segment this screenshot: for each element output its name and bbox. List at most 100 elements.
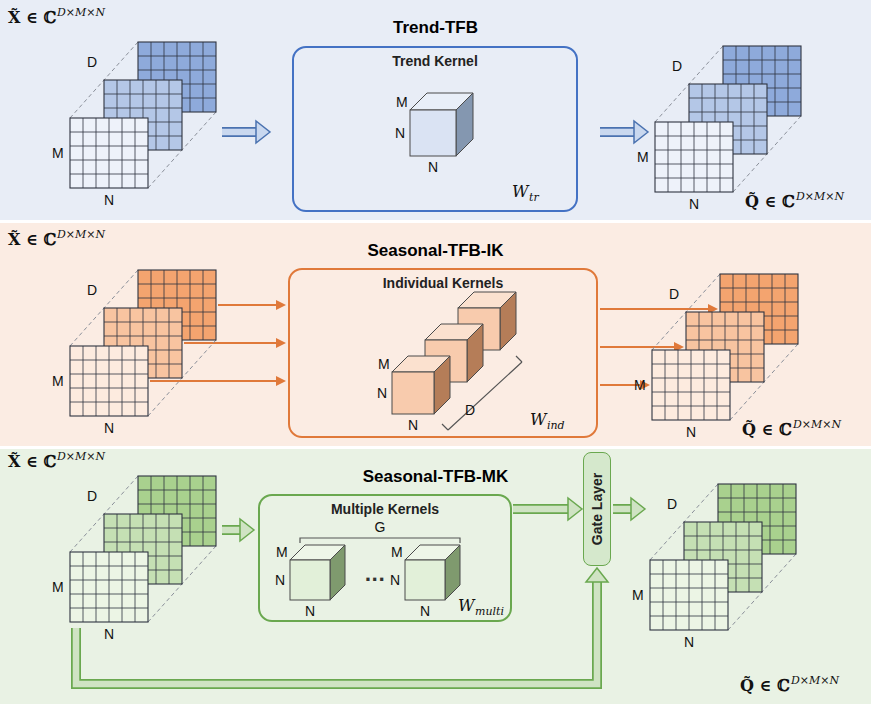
arrow-shaft xyxy=(600,346,675,348)
dimension-label: D xyxy=(87,283,97,297)
tensor-shape: Q̃ ∈ ℂ xyxy=(745,194,795,210)
grid-line xyxy=(135,552,136,622)
dimension-label: M xyxy=(632,588,644,602)
arrow-shaft xyxy=(222,129,257,136)
arrow-shaft xyxy=(150,380,277,382)
arrow-shaft xyxy=(513,506,569,513)
arrow-shaft xyxy=(184,342,277,344)
grid-line xyxy=(104,322,182,323)
grid-line xyxy=(720,122,721,192)
dimension-label: M xyxy=(52,374,64,388)
grid-line xyxy=(96,346,97,416)
weight-symbol: W xyxy=(512,184,528,200)
grid-line xyxy=(689,560,690,630)
connectors xyxy=(513,498,582,520)
trend-panel: Trend-TFBTrend Kernel xyxy=(0,0,871,220)
grid-line xyxy=(203,42,204,112)
grid-line xyxy=(138,490,216,491)
kernel-cube xyxy=(392,356,450,414)
tensor-stack xyxy=(70,42,216,188)
dimension-label: D xyxy=(667,497,677,511)
kernel-box: Individual Kernels xyxy=(288,268,598,438)
grid-line xyxy=(169,514,170,584)
dimension-label: D xyxy=(87,489,97,503)
grid-line xyxy=(104,542,182,543)
dimension-label: D xyxy=(87,55,97,69)
arrow-outline xyxy=(222,525,241,535)
grid-line xyxy=(83,118,84,188)
grid-line xyxy=(691,350,692,420)
arrow-outline xyxy=(600,127,635,137)
arrow-head xyxy=(631,498,645,520)
dimension-label: N xyxy=(428,160,438,174)
grid-line xyxy=(652,378,730,379)
kernel-title: Multiple Kernels xyxy=(331,500,439,518)
grid-line xyxy=(720,302,798,303)
cube-front xyxy=(405,560,445,600)
shape-superscript: D×M×N xyxy=(57,7,105,18)
shape-superscript: D×M×N xyxy=(796,191,844,202)
tensor-slice xyxy=(650,560,728,630)
dimension-label: M xyxy=(637,150,649,164)
grid-line xyxy=(109,118,110,188)
grid-line xyxy=(650,574,728,575)
bracket xyxy=(300,538,460,543)
grid-line xyxy=(663,560,664,630)
cube-side xyxy=(467,324,483,382)
grid-line xyxy=(681,122,682,192)
grid-line xyxy=(169,80,170,150)
grid-line xyxy=(788,46,789,116)
arrow-head xyxy=(240,519,254,541)
grid-line xyxy=(96,552,97,622)
grid-line xyxy=(689,98,767,99)
grid-line xyxy=(694,122,695,192)
grid-line xyxy=(83,552,84,622)
shape-superscript: D×M×N xyxy=(57,229,105,240)
grid-line xyxy=(135,118,136,188)
grid-line xyxy=(650,616,728,617)
arrow-head xyxy=(586,568,608,582)
seasonal-ik-panel: Seasonal-TFB-IKIndividual Kernels xyxy=(0,223,871,446)
tensor-shape: Q̃ ∈ ℂ xyxy=(740,678,790,694)
cube-side xyxy=(434,356,450,414)
grid-line xyxy=(783,484,784,554)
grid-line xyxy=(135,346,136,416)
weight-symbol: W xyxy=(458,598,474,614)
shape-superscript: D×M×N xyxy=(57,451,105,462)
grid-line xyxy=(775,46,776,116)
grid-line xyxy=(70,594,148,595)
panel-title: Seasonal-TFB-MK xyxy=(363,467,508,487)
dimension-label: N xyxy=(689,197,699,211)
kernel-title: Trend Kernel xyxy=(392,52,478,70)
grid-line xyxy=(772,274,773,344)
grid-line xyxy=(70,374,148,375)
grid-line xyxy=(122,346,123,416)
grid-line xyxy=(190,270,191,340)
grid-line xyxy=(70,402,148,403)
dimension-label: M xyxy=(378,357,390,371)
grid-line xyxy=(203,476,204,546)
grid-line xyxy=(738,312,739,382)
arrow-shaft xyxy=(600,308,709,310)
grid-line xyxy=(652,392,730,393)
tensor-slice xyxy=(655,122,733,192)
cube-side xyxy=(330,545,345,600)
kernel-title: Individual Kernels xyxy=(383,274,504,292)
gate-layer: Gate Layer xyxy=(583,452,611,566)
grid-line xyxy=(138,56,216,57)
grid-line xyxy=(676,560,677,630)
dimension-label: N xyxy=(390,573,400,587)
tensor-stack xyxy=(650,484,796,630)
grid-line xyxy=(689,112,767,113)
shape-superscript: D×M×N xyxy=(793,419,841,430)
arrow-head xyxy=(634,121,648,143)
dimension-label: M xyxy=(52,580,64,594)
dimension-label: N xyxy=(686,425,696,439)
grid-line xyxy=(770,484,771,554)
tensor-slice xyxy=(70,118,148,188)
grid-line xyxy=(70,580,148,581)
grid-line xyxy=(668,122,669,192)
shape-superscript: D×M×N xyxy=(791,675,839,686)
tensor-figures xyxy=(70,42,801,684)
